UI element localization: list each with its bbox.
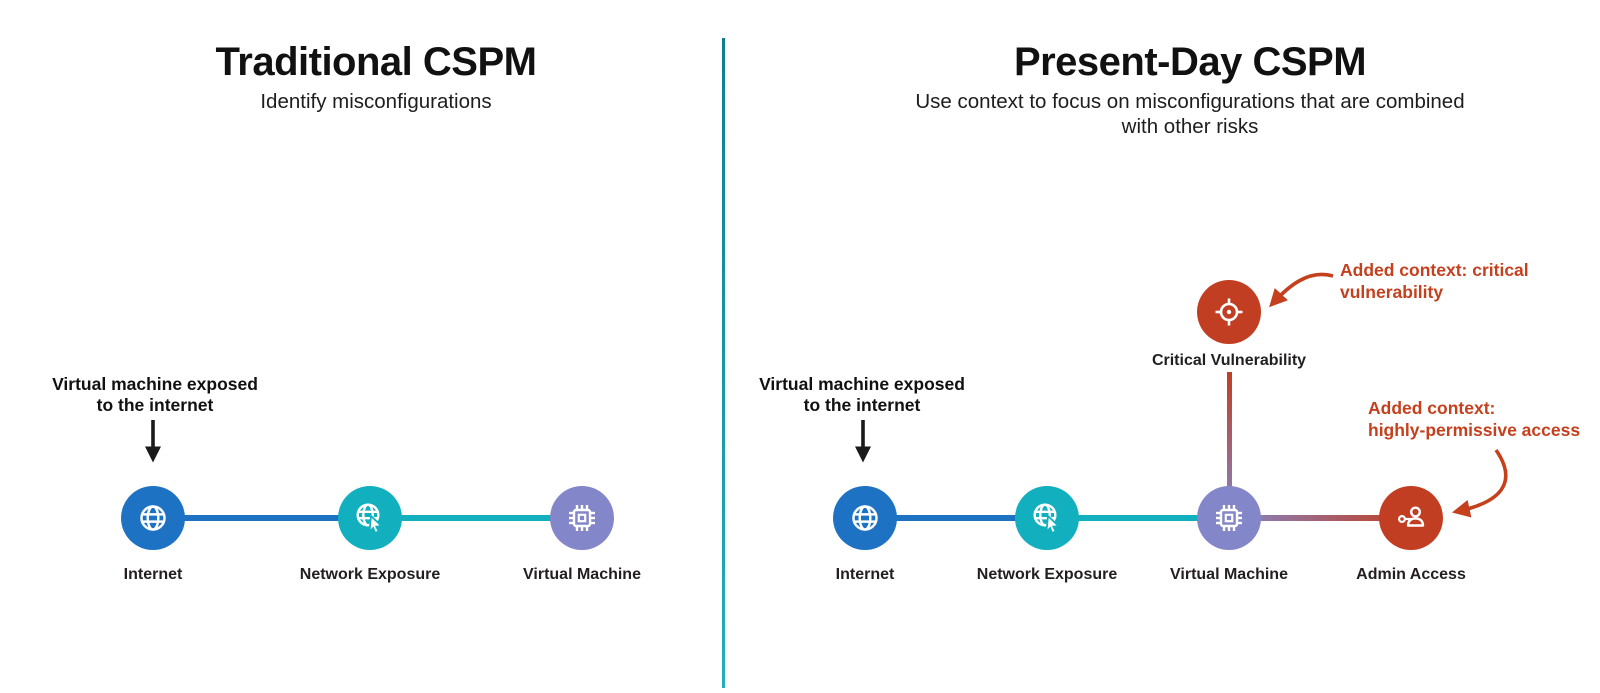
node-label: Network Exposure <box>973 566 1121 584</box>
network-exposure-circle <box>338 486 402 550</box>
node-label: Internet <box>120 566 186 584</box>
virtual-machine-circle <box>1197 486 1261 550</box>
left-vm-exposed-callout: Virtual machine exposed to the internet <box>5 374 305 416</box>
globe-cursor-icon <box>356 503 384 535</box>
critical-annotation-arrow <box>1269 272 1334 308</box>
critical-vulnerability-circle <box>1197 280 1261 344</box>
node-virtual-machine-right: Virtual Machine <box>1167 486 1291 584</box>
node-internet-right: Internet <box>832 486 898 584</box>
right-panel-subtitle-line2: with other risks <box>1121 115 1259 138</box>
node-critical-vulnerability: Critical Vulnerability <box>1148 280 1310 370</box>
permissive-access-annotation: Added context: highly-permissive access <box>1368 398 1580 441</box>
node-label: Admin Access <box>1353 566 1469 584</box>
panel-divider <box>722 38 725 688</box>
globe-icon <box>852 505 878 531</box>
critical-annotation-line1: Added context: critical <box>1340 260 1529 280</box>
right-callout-line2: to the internet <box>803 395 921 415</box>
key-user-icon <box>1397 506 1425 527</box>
left-callout-line1: Virtual machine exposed <box>52 374 258 394</box>
node-label: Virtual Machine <box>1167 566 1291 584</box>
node-label: Network Exposure <box>296 566 444 584</box>
network-exposure-circle <box>1015 486 1079 550</box>
crosshair-icon <box>1215 298 1243 326</box>
internet-circle <box>833 486 897 550</box>
globe-icon <box>140 505 166 531</box>
edge-vm-admin <box>1229 515 1411 521</box>
permissive-annotation-line1: Added context: <box>1368 398 1496 418</box>
chip-icon <box>1216 505 1242 531</box>
node-network-exposure-left: Network Exposure <box>296 486 444 584</box>
left-callout-line2: to the internet <box>96 395 214 415</box>
right-panel-subtitle: Use context to focus on misconfiguration… <box>780 89 1600 139</box>
left-panel-title: Traditional CSPM <box>215 40 537 84</box>
edge-exposure-vm-left <box>370 515 582 521</box>
right-panel-title: Present-Day CSPM <box>1013 40 1367 84</box>
permissive-annotation-arrow <box>1451 448 1508 518</box>
node-label: Critical Vulnerability <box>1148 352 1310 370</box>
edge-internet-exposure-right <box>865 515 1047 521</box>
right-callout-line1: Virtual machine exposed <box>759 374 965 394</box>
node-label: Virtual Machine <box>520 566 644 584</box>
edge-internet-exposure-left <box>153 515 370 521</box>
left-panel-subtitle: Identify misconfigurations <box>260 90 492 113</box>
globe-cursor-icon <box>1033 503 1061 535</box>
right-vm-exposed-callout: Virtual machine exposed to the internet <box>712 374 1012 416</box>
edge-vm-critical-vulnerability <box>1227 372 1232 518</box>
right-panel-subtitle-line1: Use context to focus on misconfiguration… <box>915 90 1465 113</box>
internet-circle <box>121 486 185 550</box>
virtual-machine-circle <box>550 486 614 550</box>
node-virtual-machine-left: Virtual Machine <box>520 486 644 584</box>
node-admin-access: Admin Access <box>1353 486 1469 584</box>
critical-annotation-line2: vulnerability <box>1340 281 1444 302</box>
critical-vulnerability-annotation: Added context: critical vulnerability <box>1340 260 1529 303</box>
permissive-annotation-line2: highly-permissive access <box>1368 419 1581 440</box>
node-internet-left: Internet <box>120 486 186 584</box>
admin-access-circle <box>1379 486 1443 550</box>
chip-icon <box>569 505 595 531</box>
node-label: Internet <box>832 566 898 584</box>
node-network-exposure-right: Network Exposure <box>973 486 1121 584</box>
edge-exposure-vm-right <box>1047 515 1229 521</box>
